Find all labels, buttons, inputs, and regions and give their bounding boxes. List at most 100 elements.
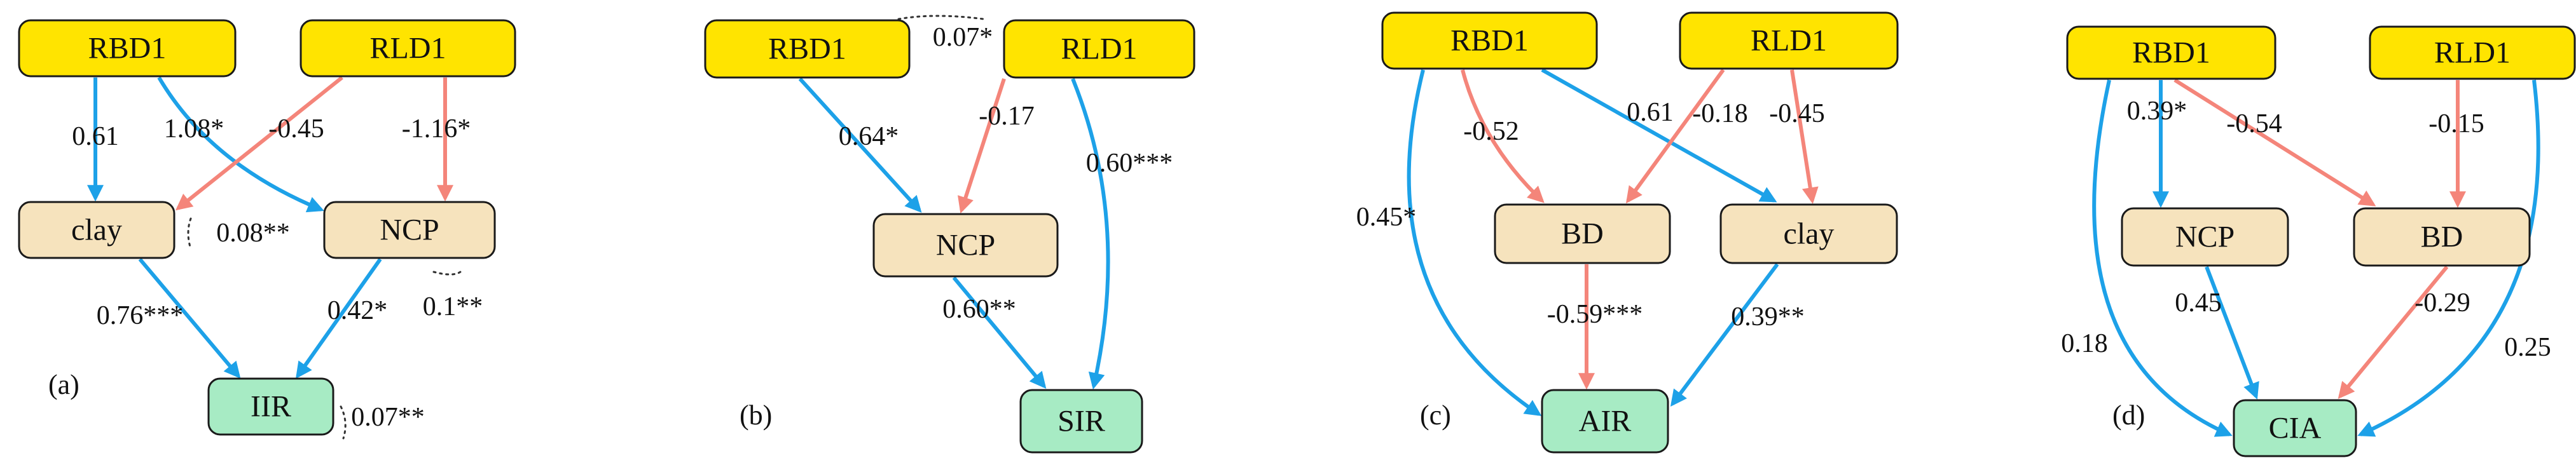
path-arrow-positive <box>157 76 324 213</box>
path-coefficient-label: 0.61 <box>72 122 119 151</box>
node-bd: BD <box>1494 203 1671 264</box>
node-ncp: NCP <box>323 201 496 259</box>
node-rbd1: RBD1 <box>704 19 911 79</box>
path-coefficient-label: 0.39* <box>2127 97 2187 126</box>
path-coefficient-label: 0.60** <box>942 295 1016 324</box>
node-label: NCP <box>380 213 439 247</box>
path-arrow-positive <box>2092 79 2233 437</box>
panel-label: (b) <box>740 400 772 431</box>
node-label: BD <box>2421 220 2463 254</box>
path-arrow-positive <box>138 258 241 379</box>
node-box <box>2369 25 2576 80</box>
node-air: AIR <box>1541 389 1669 454</box>
node-label: clay <box>1784 217 1835 251</box>
node-box <box>1494 203 1671 264</box>
node-label: SIR <box>1057 405 1105 438</box>
node-ncp: NCP <box>2121 207 2289 267</box>
node-rld1: RLD1 <box>300 19 516 78</box>
node-label: RBD1 <box>1450 24 1529 58</box>
node-label: clay <box>71 213 122 247</box>
node-box <box>18 201 176 259</box>
node-box <box>2353 207 2531 267</box>
node-clay: clay <box>1719 203 1898 264</box>
residual-correlation-label: 0.1** <box>423 292 483 321</box>
node-box <box>2066 25 2276 80</box>
path-arrow-positive <box>295 258 382 379</box>
node-label: NCP <box>2175 220 2235 254</box>
node-rbd1: RBD1 <box>1381 11 1598 70</box>
node-box <box>18 19 237 78</box>
node-sir: SIR <box>1019 389 1143 454</box>
node-ncp: NCP <box>872 213 1059 278</box>
node-label: RBD1 <box>88 32 167 65</box>
node-label: AIR <box>1579 405 1632 438</box>
node-box <box>704 19 911 79</box>
node-label: NCP <box>936 229 995 262</box>
path-coefficient-label: 0.45 <box>2175 288 2222 318</box>
node-box <box>2121 207 2289 267</box>
path-coefficient-label: -0.29 <box>2414 288 2470 318</box>
path-arrow-positive <box>1407 69 1542 416</box>
node-label: RLD1 <box>370 32 446 65</box>
panel-label: (a) <box>48 369 79 400</box>
path-arrow-negative <box>1625 69 1725 204</box>
path-coefficient-label: -0.18 <box>1692 99 1748 128</box>
node-box <box>1719 203 1898 264</box>
node-label: BD <box>1561 217 1604 251</box>
node-box <box>323 201 496 259</box>
node-rbd1: RBD1 <box>18 19 237 78</box>
node-box <box>1381 11 1598 70</box>
node-box <box>1003 19 1195 79</box>
path-coefficient-label: -0.59*** <box>1547 300 1643 329</box>
node-bd: BD <box>2353 207 2531 267</box>
node-rbd1: RBD1 <box>2066 25 2276 80</box>
path-arrow-negative <box>1461 69 1545 203</box>
path-coefficient-label: -0.54 <box>2226 109 2282 138</box>
path-arrow-negative <box>175 76 343 211</box>
node-box <box>872 213 1059 278</box>
path-arrow-positive <box>798 77 922 213</box>
path-coefficient-label: 0.61 <box>1627 98 1674 127</box>
node-label: RLD1 <box>1061 32 1138 66</box>
path-coefficient-label: 0.45* <box>1356 203 1417 232</box>
path-coefficient-label: -1.16* <box>402 114 471 144</box>
path-coefficient-label: -0.52 <box>1463 117 1519 146</box>
residual-dotted-arc <box>897 15 985 20</box>
path-coefficient-label: 0.18 <box>2061 329 2108 358</box>
node-label: RLD1 <box>1751 24 1827 58</box>
node-iir: IIR <box>207 377 334 436</box>
residual-correlation-label: 0.07* <box>933 23 993 52</box>
path-arrow-positive <box>952 276 1047 389</box>
path-coefficient-label: 0.76*** <box>97 301 184 330</box>
residual-correlation-label: 0.07** <box>351 403 425 432</box>
residual-dotted-arc <box>187 217 192 250</box>
node-cia: CIA <box>2233 399 2357 457</box>
path-coefficient-label: 0.25 <box>2504 333 2551 362</box>
path-coefficient-label: -0.45 <box>268 114 324 144</box>
path-arrow-positive <box>1541 68 1777 203</box>
node-label: RLD1 <box>2434 36 2511 70</box>
path-arrow-negative <box>2338 266 2449 400</box>
path-coefficient-label: 0.60*** <box>1086 149 1173 178</box>
node-rld1: RLD1 <box>1003 19 1195 79</box>
node-box <box>300 19 516 78</box>
node-label: IIR <box>251 390 291 424</box>
residual-dotted-arc <box>340 405 347 440</box>
panel-label: (d) <box>2112 400 2145 431</box>
node-clay: clay <box>18 201 176 259</box>
node-box <box>207 377 334 436</box>
path-arrow-positive <box>1670 263 1779 407</box>
node-box <box>1019 389 1143 454</box>
path-arrow-negative <box>2173 78 2376 206</box>
path-coefficient-label: 0.42* <box>327 296 388 325</box>
path-coefficient-label: 0.39** <box>1731 302 1805 332</box>
node-box <box>2233 399 2357 457</box>
path-coefficient-label: 1.08* <box>164 114 224 144</box>
path-coefficient-label: -0.45 <box>1769 99 1825 128</box>
residual-correlation-label: 0.08** <box>216 219 290 248</box>
path-arrow-negative <box>958 78 1006 213</box>
path-arrow-positive <box>1071 78 1110 390</box>
node-label: RBD1 <box>768 32 846 66</box>
path-coefficient-label: 0.64* <box>839 122 899 151</box>
